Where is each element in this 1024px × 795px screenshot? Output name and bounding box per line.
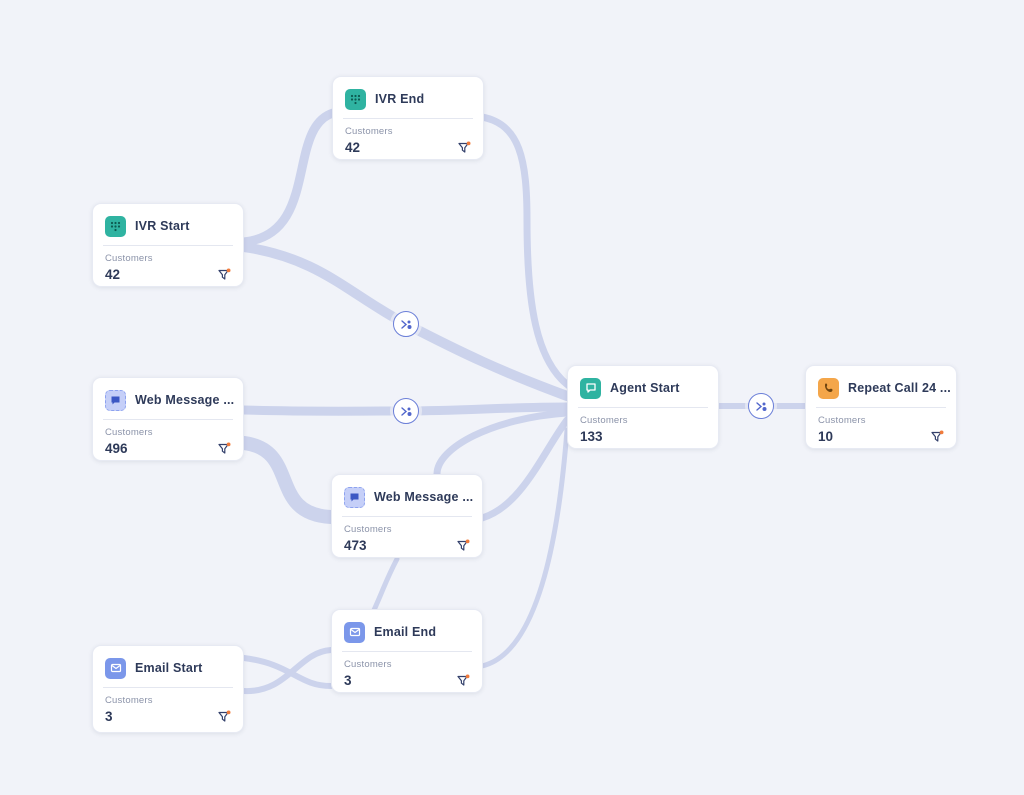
edge-emailstart-emailend-b[interactable] <box>241 647 334 695</box>
filter-icon[interactable] <box>457 141 471 155</box>
filter-icon[interactable] <box>217 442 231 456</box>
filter-icon[interactable] <box>217 710 231 724</box>
edge-event-badge[interactable] <box>748 393 774 419</box>
ivr-icon <box>105 215 126 237</box>
divider <box>103 419 233 420</box>
divider <box>816 407 946 408</box>
event-merge-icon <box>400 319 411 329</box>
event-merge-icon <box>400 406 411 416</box>
node-card-email-start[interactable]: Email Start Customers 3 <box>92 645 244 733</box>
web-message-icon <box>344 486 365 508</box>
node-card-web-message-496[interactable]: Web Message ... Customers 496 <box>92 377 244 461</box>
metric-label: Customers <box>580 415 628 426</box>
edge-web473-agent[interactable] <box>478 416 571 522</box>
divider <box>578 407 708 408</box>
filter-icon[interactable] <box>217 268 231 282</box>
node-card-agent-start[interactable]: Agent Start Customers 133 <box>567 365 719 449</box>
customers-value: 3 <box>344 673 352 688</box>
divider <box>343 118 473 119</box>
filter-icon[interactable] <box>456 539 470 553</box>
customers-value: 42 <box>345 140 361 155</box>
metric-label: Customers <box>344 659 392 670</box>
edge-web473top-agent[interactable] <box>433 409 571 478</box>
customers-value: 42 <box>105 267 121 282</box>
customers-value: 133 <box>580 429 603 444</box>
event-merge-icon <box>755 401 766 411</box>
edge-web496-web473[interactable] <box>237 436 338 524</box>
metric-label: Customers <box>818 415 866 426</box>
metric-label: Customers <box>105 427 153 438</box>
edge-event-badge[interactable] <box>393 398 419 424</box>
node-card-ivr-start[interactable]: IVR Start Customers 42 <box>92 203 244 287</box>
node-title: Email Start <box>135 661 203 675</box>
node-title: Web Message ... <box>135 393 235 407</box>
node-title: Web Message ... <box>374 490 474 504</box>
filter-icon[interactable] <box>930 430 944 444</box>
repeat-call-icon <box>818 377 839 399</box>
edge-event-badge[interactable] <box>393 311 419 337</box>
email-icon <box>344 621 365 643</box>
divider <box>103 687 233 688</box>
metric-label: Customers <box>344 524 392 535</box>
node-card-repeat-call-24[interactable]: Repeat Call 24 ... Customers 10 <box>805 365 957 449</box>
node-title: Email End <box>374 625 437 639</box>
edge-ivrstart-ivrend[interactable] <box>239 108 338 247</box>
node-title: IVR End <box>375 92 425 106</box>
web-message-icon <box>105 389 126 411</box>
edge-web473-emailend[interactable] <box>371 556 400 613</box>
customers-value: 3 <box>105 709 113 724</box>
node-card-ivr-end[interactable]: IVR End Customers 42 <box>332 76 484 160</box>
edge-emailend-agent[interactable] <box>479 427 570 669</box>
customers-value: 496 <box>105 441 128 456</box>
metric-label: Customers <box>345 126 393 137</box>
divider <box>342 516 472 517</box>
divider <box>103 245 233 246</box>
filter-icon[interactable] <box>456 674 470 688</box>
customers-value: 10 <box>818 429 834 444</box>
node-card-email-end[interactable]: Email End Customers 3 <box>331 609 483 693</box>
divider <box>342 651 472 652</box>
customers-value: 473 <box>344 538 367 553</box>
node-title: IVR Start <box>135 219 190 233</box>
node-card-web-message-473[interactable]: Web Message ... Customers 473 <box>331 474 483 558</box>
node-title: Repeat Call 24 ... <box>848 381 951 395</box>
ivr-icon <box>345 88 366 110</box>
agent-chat-icon <box>580 377 601 399</box>
email-icon <box>105 657 126 679</box>
metric-label: Customers <box>105 253 153 264</box>
edge-ivrend-agent[interactable] <box>478 113 576 392</box>
node-title: Agent Start <box>610 381 680 395</box>
metric-label: Customers <box>105 695 153 706</box>
